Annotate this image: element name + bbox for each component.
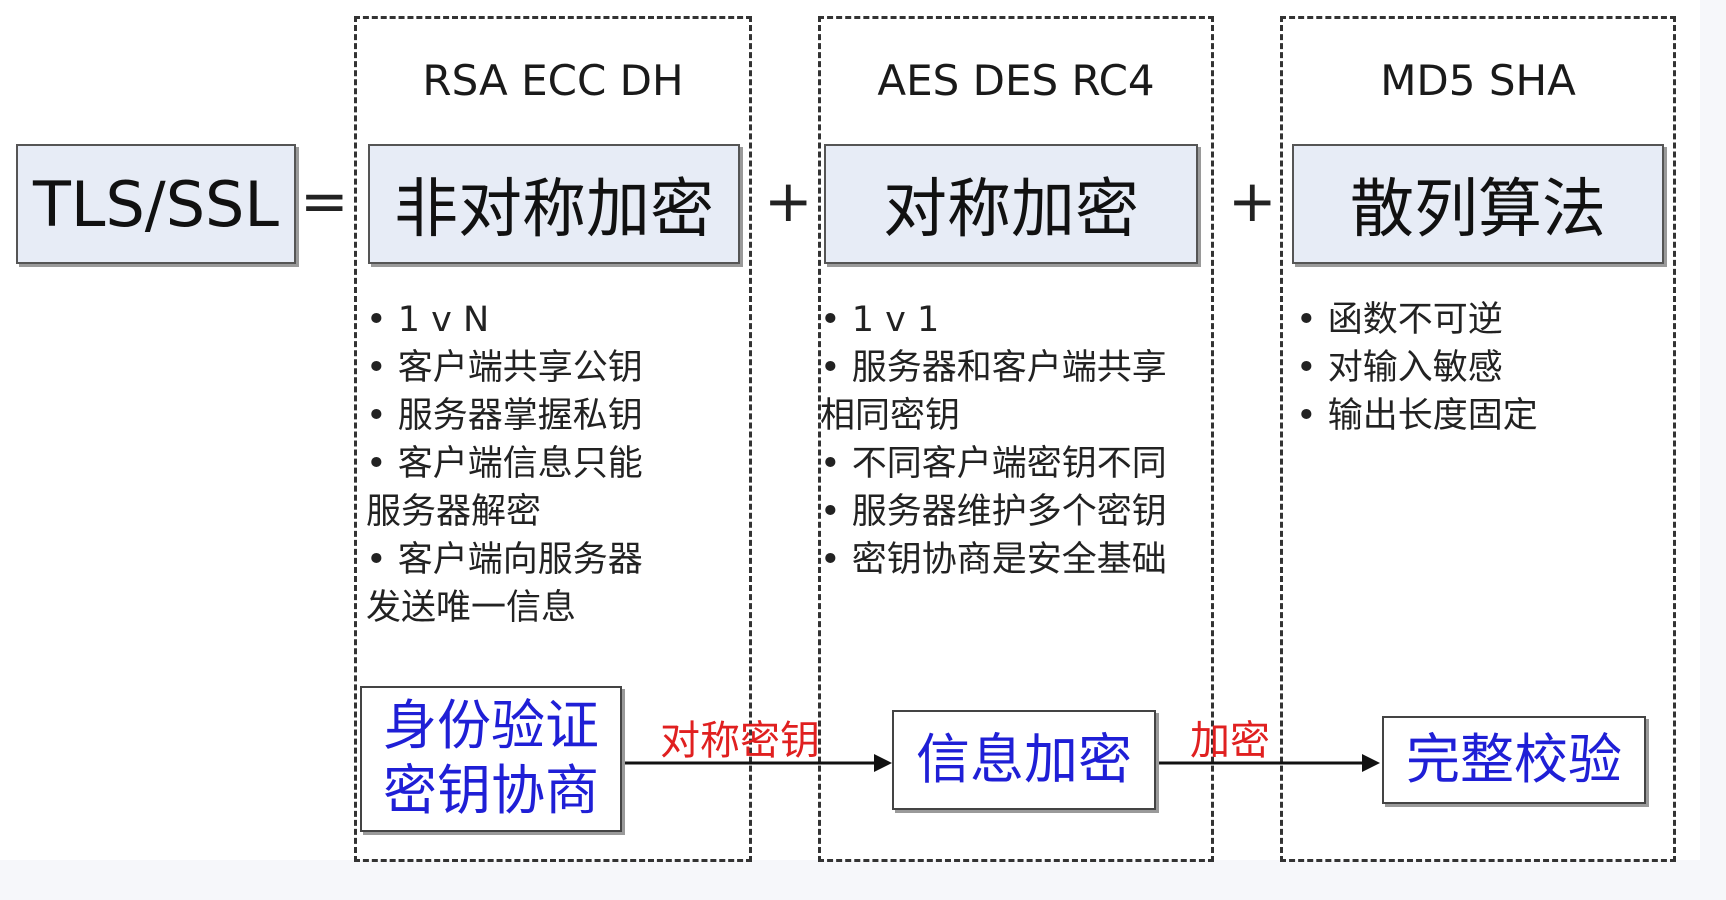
integrity-check-box: 完整校验 xyxy=(1382,716,1646,804)
asymmetric-property-4: • 客户端信息只能 xyxy=(366,444,643,484)
hash-property-3: • 输出长度固定 xyxy=(1296,396,1538,436)
integrity-check-label: 完整校验 xyxy=(1406,727,1622,791)
key-negotiation-label: 密钥协商 xyxy=(383,759,599,822)
symmetric-property-3: • 不同客户端密钥不同 xyxy=(820,444,1167,484)
symmetric-encryption-box: 对称加密 xyxy=(824,144,1198,264)
symmetric-property-5: • 密钥协商是安全基础 xyxy=(820,540,1167,580)
symmetric-algorithms-header: AES DES RC4 xyxy=(877,56,1155,105)
tls-ssl-box: TLS/SSL xyxy=(16,144,296,264)
symmetric-property-4: • 服务器维护多个密钥 xyxy=(820,492,1167,532)
asymmetric-column-frame xyxy=(354,16,752,862)
symmetric-properties-list: • 1 v 1 • 服务器和客户端共享 相同密钥 • 不同客户端密钥不同 • 服… xyxy=(820,296,1167,584)
authentication-key-negotiation-box: 身份验证 密钥协商 xyxy=(360,686,622,832)
symmetric-property-2: • 服务器和客户端共享 xyxy=(820,348,1167,388)
asymmetric-property-3: • 服务器掌握私钥 xyxy=(366,396,643,436)
asymmetric-property-2: • 客户端共享公钥 xyxy=(366,348,643,388)
information-encryption-box: 信息加密 xyxy=(892,710,1156,810)
symmetric-property-1: • 1 v 1 xyxy=(820,300,940,340)
asymmetric-encryption-box: 非对称加密 xyxy=(368,144,740,264)
information-encryption-label: 信息加密 xyxy=(916,727,1132,791)
plus-sign-2: + xyxy=(1228,167,1277,235)
equals-sign: = xyxy=(300,167,349,235)
symmetric-property-2-cont: 相同密钥 xyxy=(820,396,961,436)
hash-properties-list: • 函数不可逆 • 对输入敏感 • 输出长度固定 xyxy=(1296,296,1538,440)
asymmetric-property-5-cont: 发送唯一信息 xyxy=(366,588,577,628)
asymmetric-properties-list: • 1 v N • 客户端共享公钥 • 服务器掌握私钥 • 客户端信息只能 服务… xyxy=(366,296,643,632)
asymmetric-property-4-cont: 服务器解密 xyxy=(366,492,542,532)
diagram-canvas: RSA ECC DH AES DES RC4 MD5 SHA TLS/SSL =… xyxy=(16,16,1676,862)
symmetric-key-label: 对称密钥 xyxy=(660,718,820,764)
symmetric-column-frame xyxy=(818,16,1214,862)
arrow-1-head xyxy=(874,754,892,772)
asymmetric-algorithms-header: RSA ECC DH xyxy=(422,56,684,105)
asymmetric-property-5: • 客户端向服务器 xyxy=(366,540,643,580)
hash-algorithms-header: MD5 SHA xyxy=(1380,56,1576,105)
authentication-label: 身份验证 xyxy=(383,694,599,758)
encryption-label: 加密 xyxy=(1190,718,1270,764)
hash-property-1: • 函数不可逆 xyxy=(1296,300,1503,340)
asymmetric-property-1: • 1 v N xyxy=(366,300,490,340)
hash-algorithm-box: 散列算法 xyxy=(1292,144,1664,264)
hash-property-2: • 对输入敏感 xyxy=(1296,348,1503,388)
hash-column-frame xyxy=(1280,16,1676,862)
arrow-2-head xyxy=(1362,754,1380,772)
flow-arrows xyxy=(620,754,1380,772)
plus-sign-1: + xyxy=(764,167,813,235)
